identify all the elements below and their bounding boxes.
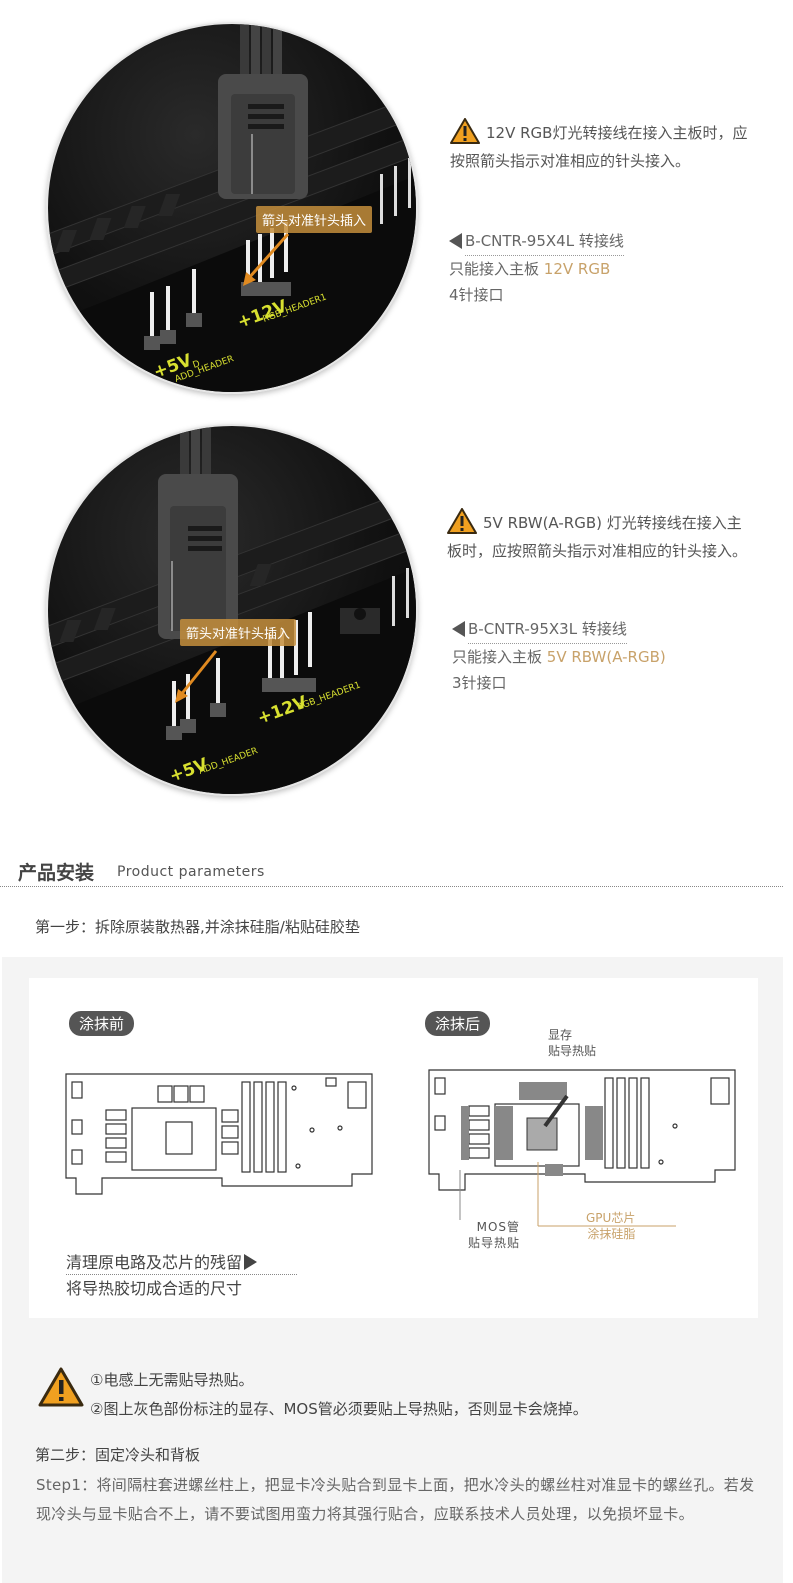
board-after-diagram — [428, 1069, 736, 1191]
model-info-95x4l: B-CNTR-95X4L 转接线 只能接入主板 12V RGB 4针接口 — [449, 228, 624, 308]
vram-label: 显存 贴导热贴 — [548, 1027, 596, 1059]
arrow-callout-12v: 箭头对准针头插入 — [256, 206, 373, 233]
model-line2-highlight: 12V RGB — [543, 260, 611, 278]
warning-icon — [450, 118, 480, 150]
connector-photo-5v: +5V ADD_HEADER +12V RGB_HEADER1 — [46, 424, 418, 796]
warning-text-5v: 5V RBW(A-RGB) 灯光转接线在接入主板时，应按照箭头指示对准相应的针头… — [447, 514, 748, 560]
section-title: 产品安装 — [18, 862, 95, 884]
after-label: 涂抹后 — [425, 1011, 491, 1036]
mos-label-line1: MOS管 — [476, 1220, 521, 1234]
vram-label-line2: 贴导热贴 — [548, 1044, 597, 1058]
step1-heading: 第一步：拆除原装散热器,并涂抹硅脂/粘贴硅胶垫 — [35, 918, 360, 936]
notes-warning-icon — [38, 1367, 84, 1411]
callout-lines — [459, 1162, 676, 1227]
model-name-95x3l: B-CNTR-95X3L 转接线 — [468, 616, 627, 644]
mos-label-line2: 贴导热贴 — [468, 1236, 521, 1250]
gpu-label: GPU芯片 涂抹硅脂 — [586, 1210, 635, 1242]
model-name-95x4l: B-CNTR-95X4L 转接线 — [465, 228, 624, 256]
gpu-label-line2: 涂抹硅脂 — [587, 1227, 636, 1241]
model-line2-highlight: 5V RBW(A-RGB) — [546, 648, 666, 666]
step2-body: Step1：将间隔柱套进螺丝柱上，把显卡冷头贴合到显卡上面，把水冷头的螺丝柱对准… — [36, 1476, 755, 1523]
model-line2-prefix: 只能接入主板 — [449, 260, 544, 278]
vram-label-line1: 显存 — [548, 1028, 573, 1042]
triangle-left-icon — [452, 621, 465, 637]
clean-residue-text: 清理原电路及芯片的残留 — [66, 1249, 297, 1275]
clean-line1: 清理原电路及芯片的残留 — [66, 1253, 243, 1272]
pcb-label-d: D — [192, 359, 202, 371]
note-1: ①电感上无需贴导热贴。 — [90, 1371, 254, 1389]
model-line3: 3针接口 — [452, 674, 507, 692]
model-info-95x3l: B-CNTR-95X3L 转接线 只能接入主板 5V RBW(A-RGB) 3针… — [452, 616, 666, 696]
section-divider — [0, 886, 783, 887]
model-line2-prefix: 只能接入主板 — [452, 648, 547, 666]
triangle-left-icon — [449, 233, 462, 249]
warning-icon — [447, 508, 477, 540]
arrow-callout-5v: 箭头对准针头插入 — [180, 619, 297, 646]
model-line3: 4针接口 — [449, 286, 504, 304]
gpu-label-line1: GPU芯片 — [586, 1211, 636, 1225]
board-before-diagram — [65, 1073, 373, 1195]
warning-12v: 12V RGB灯光转接线在接入主板时，应按照箭头指示对准相应的针头接入。 — [450, 118, 750, 172]
before-label: 涂抹前 — [69, 1011, 135, 1036]
warning-text-12v: 12V RGB灯光转接线在接入主板时，应按照箭头指示对准相应的针头接入。 — [450, 124, 748, 170]
mos-label: MOS管 贴导热贴 — [468, 1219, 520, 1251]
note-2: ②图上灰色部份标注的显存、MOS管必须要贴上导热贴，否则显卡会烧掉。 — [90, 1400, 588, 1418]
warning-5v: 5V RBW(A-RGB) 灯光转接线在接入主板时，应按照箭头指示对准相应的针头… — [447, 508, 752, 562]
step2-heading: 第二步：固定冷头和背板 — [35, 1446, 201, 1464]
connector-photo-12v: +5V D ADD_HEADER +12V RGB_HEADER1 — [46, 22, 418, 394]
triangle-right-icon — [244, 1254, 258, 1270]
section-subtitle: Product parameters — [117, 864, 265, 880]
cut-pad-text: 将导热胶切成合适的尺寸 — [66, 1279, 243, 1298]
